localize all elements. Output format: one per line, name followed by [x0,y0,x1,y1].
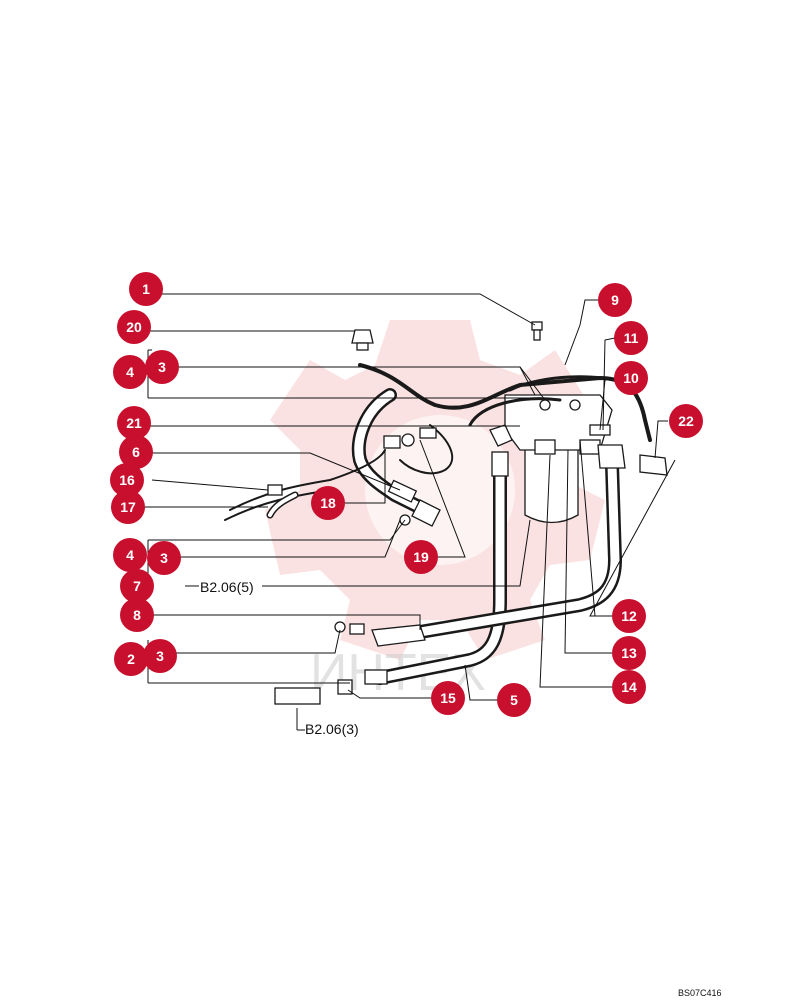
callout-10[interactable]: 10 [614,361,648,395]
svg-text:7: 7 [133,578,141,594]
svg-text:19: 19 [413,549,429,565]
callout-16[interactable]: 16 [110,463,144,497]
fittings [274,321,668,705]
hose-right [371,444,626,647]
svg-text:21: 21 [126,415,142,431]
callout-14[interactable]: 14 [612,670,646,704]
leader-lines [145,293,676,730]
svg-text:5: 5 [510,692,518,708]
reference-b206-5: B2.06(5) [200,579,254,595]
callout-11[interactable]: 11 [614,321,648,355]
svg-text:13: 13 [621,645,637,661]
svg-text:4: 4 [126,547,134,563]
hose-vertical [364,424,513,685]
callout-3-low[interactable]: 3 [143,639,177,673]
svg-text:9: 9 [611,292,619,308]
callout-1[interactable]: 1 [129,272,163,306]
callout-19[interactable]: 19 [404,540,438,574]
svg-text:8: 8 [133,607,141,623]
callout-9[interactable]: 9 [598,283,632,317]
callout-22[interactable]: 22 [669,404,703,438]
callout-2[interactable]: 2 [114,642,148,676]
svg-text:20: 20 [126,319,142,335]
svg-text:6: 6 [132,444,140,460]
svg-text:2: 2 [127,651,135,667]
svg-text:22: 22 [678,413,694,429]
svg-text:18: 18 [320,495,336,511]
callout-3-mid[interactable]: 3 [147,541,181,575]
callout-13[interactable]: 13 [612,636,646,670]
svg-text:3: 3 [156,648,164,664]
callout-21[interactable]: 21 [117,406,151,440]
svg-text:4: 4 [126,364,134,380]
svg-text:3: 3 [158,359,166,375]
callout-4-mid[interactable]: 4 [113,538,147,572]
drawing-code: BS07C416 [678,988,722,998]
svg-text:12: 12 [621,608,637,624]
callout-12[interactable]: 12 [612,599,646,633]
callout-18[interactable]: 18 [311,486,345,520]
reference-b206-3: B2.06(3) [305,721,359,737]
callout-6[interactable]: 6 [119,435,153,469]
callout-15[interactable]: 15 [431,681,465,715]
svg-text:17: 17 [120,499,136,515]
callout-20[interactable]: 20 [117,310,151,344]
svg-text:15: 15 [440,690,456,706]
callout-5[interactable]: 5 [497,683,531,717]
callout-4-top[interactable]: 4 [113,355,147,389]
svg-text:1: 1 [142,281,150,297]
svg-text:14: 14 [621,679,637,695]
svg-text:3: 3 [160,550,168,566]
svg-text:10: 10 [623,370,639,386]
callout-3-top[interactable]: 3 [145,350,179,384]
callout-17[interactable]: 17 [111,490,145,524]
svg-text:11: 11 [624,330,639,346]
callout-7[interactable]: 7 [120,569,154,603]
svg-text:16: 16 [119,472,135,488]
callout-8[interactable]: 8 [120,598,154,632]
